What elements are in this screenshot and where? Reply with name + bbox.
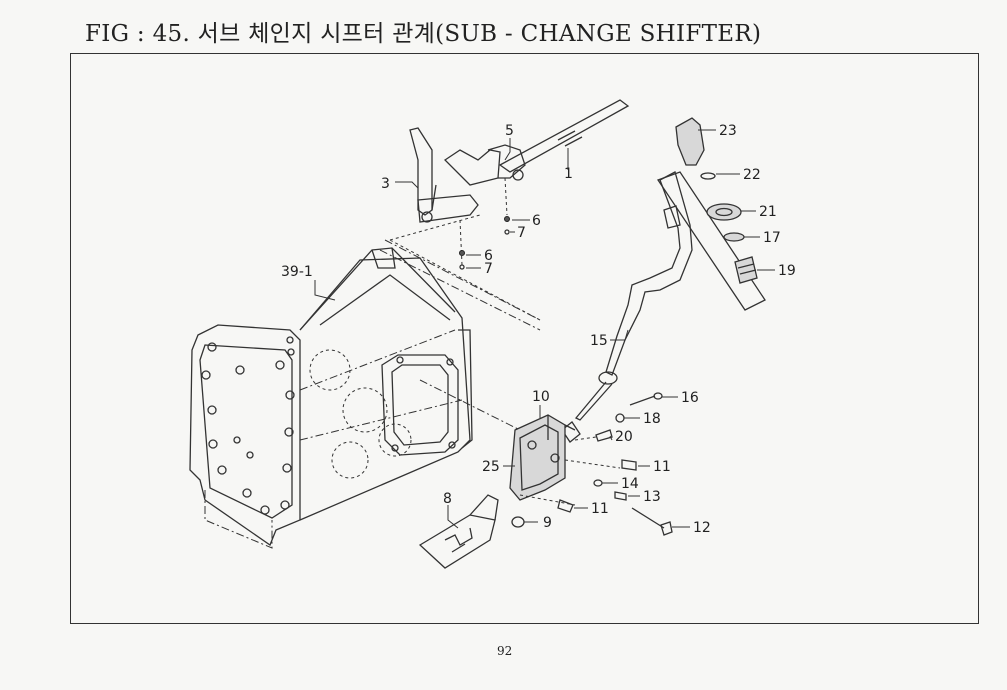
callout-5: 5 [505,123,514,139]
callout-1: 1 [564,166,573,182]
callout-20: 20 [615,429,633,445]
callout-17: 17 [763,230,781,246]
callout-13: 13 [643,489,661,505]
callout-19: 19 [778,263,796,279]
shift-cover [419,379,576,501]
callout-7-lower: 7 [484,261,493,277]
transmission-case [189,239,541,549]
callout-11-upper: 11 [653,459,671,475]
callout-25: 25 [482,459,500,475]
callout-16: 16 [681,390,699,406]
callout-6-lower: 6 [484,248,493,264]
shift-lever [561,171,766,443]
callout-23: 23 [719,123,737,139]
callout-14: 14 [621,476,639,492]
callout-9: 9 [543,515,552,531]
drawing-frame [70,53,979,624]
callout-7-upper: 7 [517,225,526,241]
callout-3: 3 [381,176,390,192]
page-number: 92 [497,644,513,658]
shift-pattern-plate [418,494,499,569]
callout-6-upper: 6 [532,213,541,229]
callout-11-lower: 11 [591,501,609,517]
figure-title: FIG : 45. 서브 체인지 시프터 관계(SUB - CHANGE SHI… [85,21,762,47]
callout-22: 22 [743,167,761,183]
callout-39-1: 39-1 [281,264,313,280]
callout-10: 10 [532,389,550,405]
shifter-rod-assembly [389,99,630,321]
callout-12: 12 [693,520,711,536]
callout-18: 18 [643,411,661,427]
callout-21: 21 [759,204,777,220]
callout-8: 8 [443,491,452,507]
knob-boot-parts [675,117,758,284]
callout-layer: 1 3 5 6 7 6 7 39-1 23 22 21 17 19 15 16 … [281,123,796,536]
callout-15: 15 [590,333,608,349]
